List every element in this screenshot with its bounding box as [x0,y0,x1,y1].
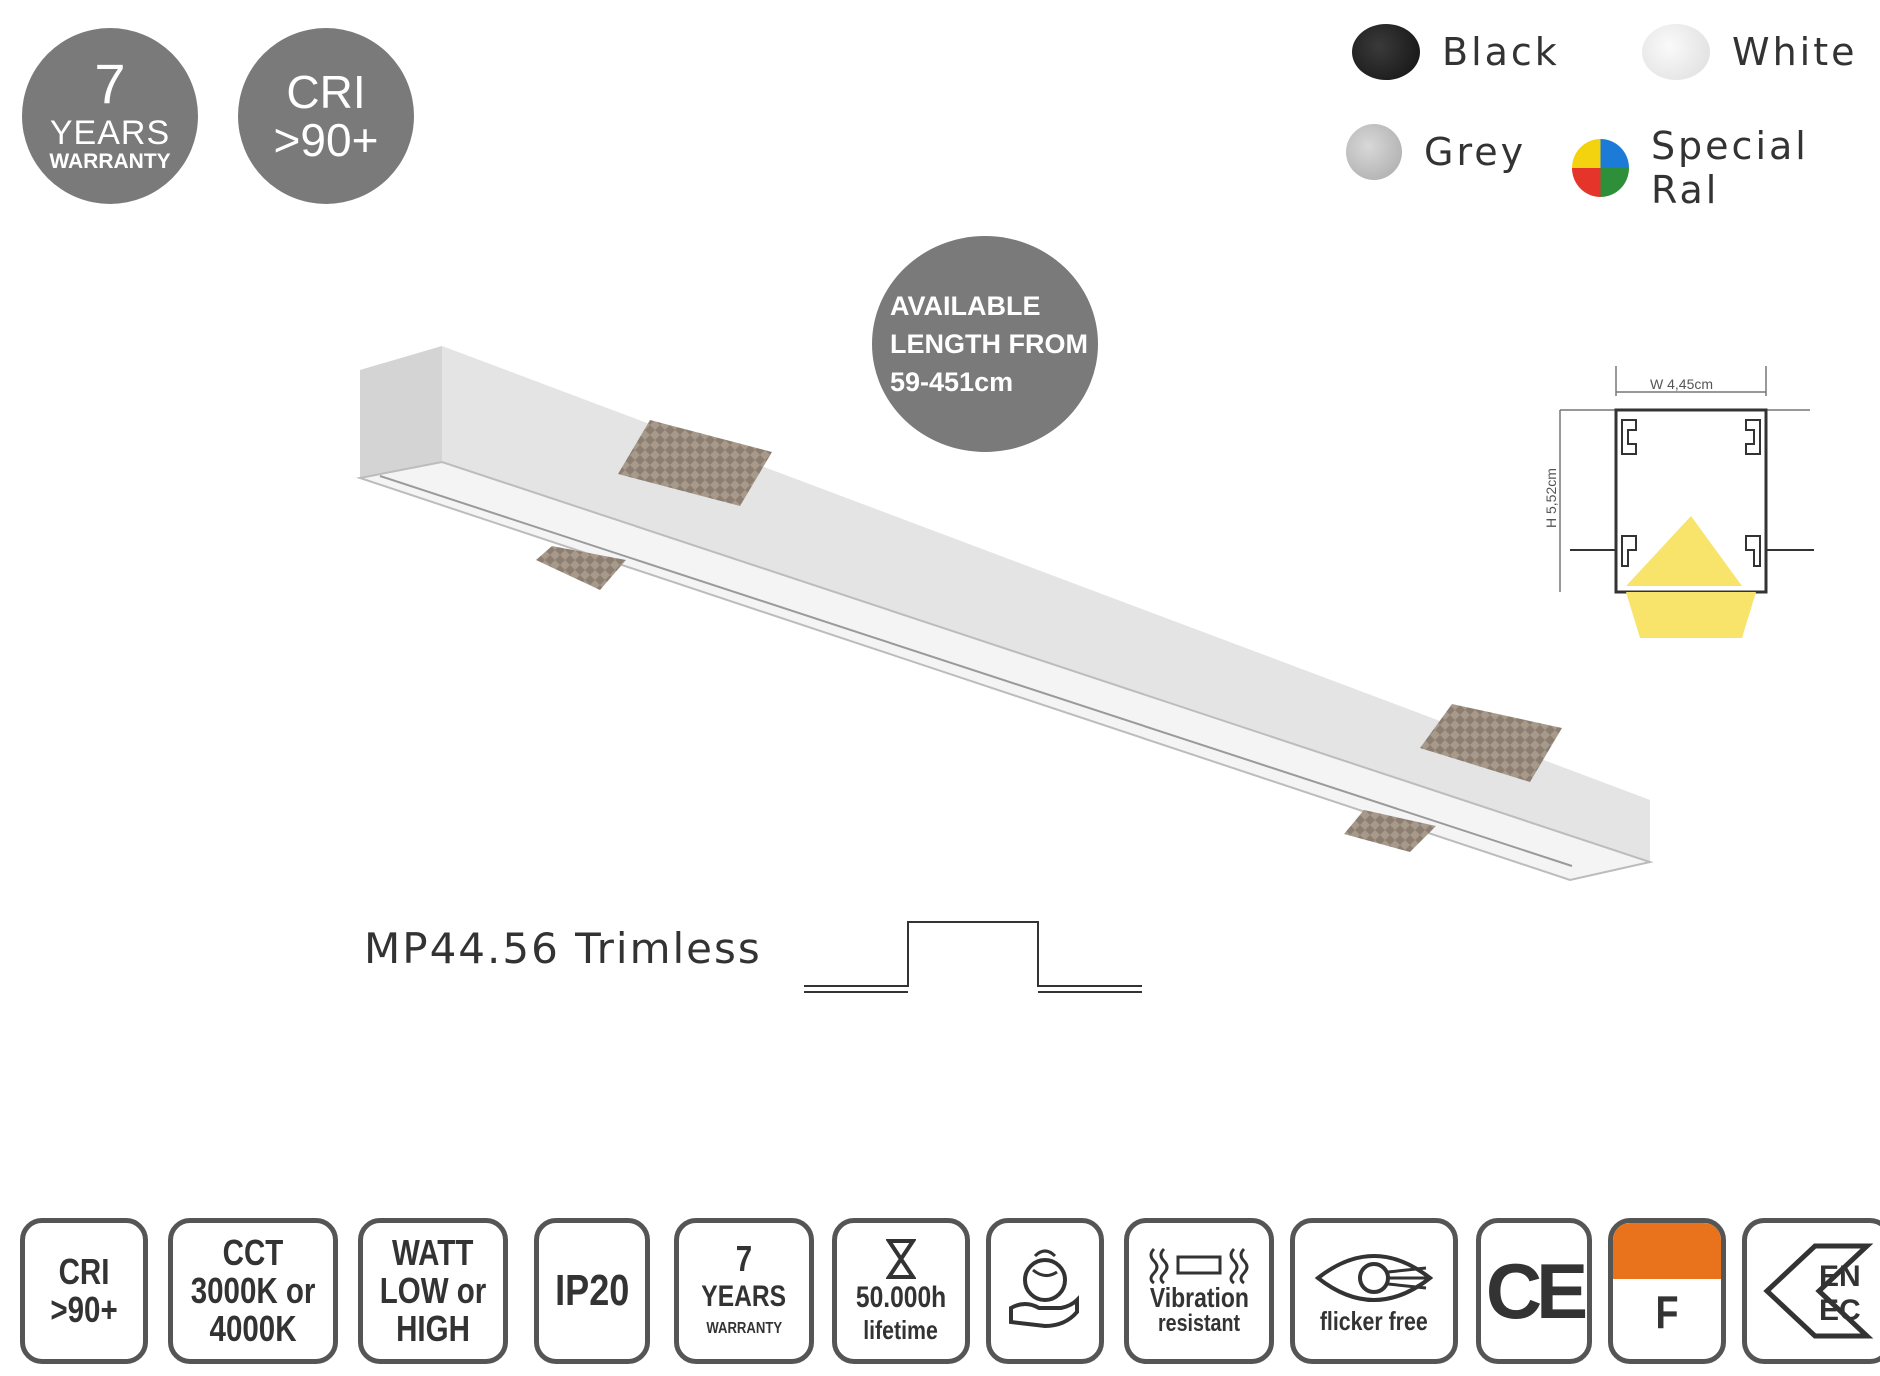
product-title: MP44.56 Trimless [364,924,762,973]
cri-badge: CRI >90+ [238,28,414,204]
black-swatch [1352,24,1420,80]
special-ral-swatch [1572,139,1629,197]
warranty-icon-line3: WARRANTY [706,1320,782,1337]
cct-icon-line1: CCT [222,1232,284,1273]
watt-icon-line2: LOW or [379,1270,487,1311]
length-line1: AVAILABLE [890,291,1041,321]
watt-icon-line3: HIGH [396,1308,470,1349]
lifetime-icon: 50.000h lifetime [832,1218,970,1364]
energy-class-label: F [1655,1286,1679,1338]
ce-mark: CE [1485,1246,1588,1335]
eye-icon [1314,1254,1434,1302]
lifetime-icon-label: lifetime [863,1315,939,1345]
warranty-icon: 7 YEARS WARRANTY [674,1218,814,1364]
en-ec-mark-icon: EN EC [1763,1243,1874,1339]
vibration-icon: Vibration resistant [1124,1218,1274,1364]
ip20-icon-text: IP20 [554,1266,630,1315]
ip20-icon: IP20 [534,1218,650,1364]
cct-icon-line3: 4000K [209,1308,297,1349]
watt-icon: WATT LOW or HIGH [358,1218,508,1364]
vibration-waves-icon [1149,1247,1249,1285]
color-label-grey: Grey [1424,130,1527,174]
cri-icon: CRI >90+ [20,1218,148,1364]
en-ec-line2: EC [1819,1294,1861,1327]
vibration-icon-line2: resistant [1157,1310,1241,1337]
warranty-icon-years: 7 [735,1238,753,1279]
height-dimension-label: H 5,52cm [1543,468,1559,528]
color-label-black: Black [1442,30,1560,74]
warranty-label: WARRANTY [49,150,171,173]
color-option-white[interactable]: White [1642,24,1858,80]
warranty-badge: 7 YEARS WARRANTY [22,28,198,204]
cri-badge-line1: CRI [286,66,366,118]
lifetime-icon-hours: 50.000h [855,1281,947,1314]
en-ec-line1: EN [1819,1260,1861,1293]
flicker-free-label: flicker free [1320,1306,1428,1336]
vibration-icon-line1: Vibration [1149,1282,1249,1313]
watt-icon-line1: WATT [392,1232,474,1273]
cct-icon-line2: 3000K or [190,1270,316,1311]
cri-badge-line2: >90+ [273,114,379,166]
energy-class-icon: F [1608,1218,1726,1364]
color-option-special-ral[interactable]: Special Ral [1572,124,1880,212]
energy-bar [1613,1223,1721,1279]
length-badge: AVAILABLE LENGTH FROM 59-451cm [872,236,1098,452]
warranty-years: 7 [94,52,126,115]
length-line2: LENGTH FROM [890,329,1088,359]
color-option-grey[interactable]: Grey [1346,124,1526,180]
ce-icon: CE [1476,1218,1592,1364]
color-label-special-ral: Special Ral [1650,124,1809,212]
color-option-black[interactable]: Black [1352,24,1560,80]
width-dimension-label: W 4,45cm [1650,376,1713,392]
length-line3: 59-451cm [890,367,1014,397]
eco-hand-icon [986,1218,1104,1364]
hourglass-icon [886,1239,916,1279]
warranty-icon-line2: YEARS [701,1280,787,1313]
white-swatch [1642,24,1710,80]
cross-section-drawing: W 4,45cm H 5,52cm [1543,366,1814,638]
grey-swatch [1346,124,1402,180]
hand-globe-icon [1009,1249,1079,1329]
feature-icon-row: CRI >90+ CCT 3000K or 4000K WATT LOW or … [16,1218,1880,1368]
en-ec-icon: EN EC [1742,1218,1880,1364]
color-label-white: White [1732,30,1858,74]
trimless-profile-sketch [804,921,1142,993]
cri-icon-line2: >90+ [50,1289,118,1330]
flicker-free-icon: flicker free [1290,1218,1458,1364]
warranty-years-label: YEARS [49,114,171,152]
cri-icon-line1: CRI [58,1251,110,1292]
cct-icon: CCT 3000K or 4000K [168,1218,338,1364]
